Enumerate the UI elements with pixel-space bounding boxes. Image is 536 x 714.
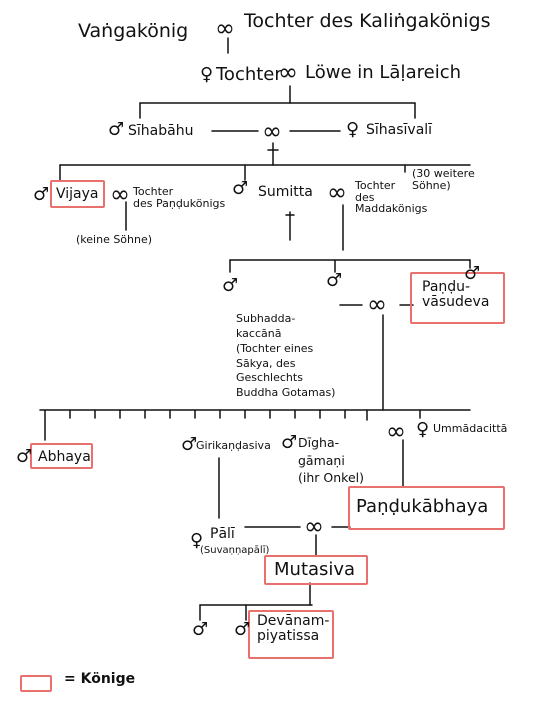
subhaddakaccana: Subhadda- kaccānā (Tochter eines Sākya, …: [236, 312, 336, 400]
sihabahu: Sīhabāhu: [128, 123, 194, 139]
dighagamani: Dīgha- gāmaṇi (ihr Onkel): [298, 435, 364, 485]
marriage-symbol-gen4: ∞: [367, 290, 387, 318]
pali-note: (Suvaṇṇapālī): [200, 545, 270, 556]
sumitta: Sumitta: [258, 184, 313, 200]
king-box-panduvasudeva: [410, 272, 505, 324]
king-box-pandukabhaya: [348, 486, 505, 530]
male-symbol-sihabahu: ♂: [108, 119, 125, 140]
devanampiyatissa: Devānam- piyatissa: [257, 613, 330, 644]
male-symbol-son-2: ♂: [326, 270, 343, 291]
marriage-symbol-gen1: ∞: [278, 58, 298, 86]
marriage-symbol-gen0: ∞: [215, 14, 235, 42]
sihasivali: Sīhasīvalī: [366, 122, 433, 138]
marriage-symbol-gen5: ∞: [386, 417, 406, 445]
marriage-symbol-vijaya: ∞: [110, 180, 130, 208]
panduvasudeva: Paṇḍu- vāsudeva: [422, 279, 490, 310]
marriage-symbol-gen2: ∞: [262, 117, 282, 145]
king-box-vijaya: [50, 180, 105, 208]
male-symbol-girikandasiva: ♂: [181, 434, 198, 455]
marriage-symbol-gen6: ∞: [304, 512, 324, 540]
king-box-devanampiyatissa: [248, 610, 334, 659]
female-symbol-ummadacitta: ♀: [416, 419, 430, 440]
legend-box-swatch: [20, 675, 52, 692]
legend-label: = Könige: [64, 671, 136, 687]
male-symbol-devanampiyatissa: ♂: [234, 619, 251, 640]
female-symbol-sihasivali: ♀: [346, 119, 360, 140]
male-symbol-vijaya: ♂: [33, 184, 50, 205]
female-symbol-daughter: ♀: [200, 64, 214, 85]
mutasiva: Mutasiva: [274, 559, 356, 580]
king-box-abhaya: [30, 443, 93, 469]
male-symbol-abhaya: ♂: [16, 446, 33, 467]
pandukabhaya: Paṇḍukābhaya: [356, 496, 489, 517]
male-symbol-dighagamani: ♂: [281, 432, 298, 453]
abhaya: Abhaya: [38, 449, 91, 465]
marriage-symbol-sumitta: ∞: [327, 178, 347, 206]
daughter: Tochter: [216, 64, 282, 85]
vijaya: Vijaya: [56, 186, 99, 202]
male-symbol-panduvasudeva: ♂: [464, 263, 481, 284]
male-symbol-son-a: ♂: [192, 619, 209, 640]
lion-in-lala: Löwe in Lāḷareich: [305, 62, 462, 83]
pali: Pālī: [210, 526, 235, 542]
girikandasiva: Girikaṇḍasiva: [196, 439, 271, 452]
kalinga-daughter: Tochter des Kaliṅgakönigs: [244, 10, 491, 32]
ummadacitta: Ummādacittā: [433, 422, 508, 435]
male-symbol-sumitta: ♂: [232, 178, 249, 199]
female-symbol-pali: ♀: [190, 530, 204, 551]
male-symbol-son-1: ♂: [222, 275, 239, 296]
sumitta-wife: Tochter des Maddakönigs: [355, 179, 428, 216]
vijaya-no-sons-note: (keine Söhne): [76, 233, 153, 246]
king-box-mutasiva: [264, 555, 368, 585]
vanga-king: Vaṅgakönig: [78, 20, 189, 42]
other-sons-note: (30 weitere Söhne): [412, 167, 475, 192]
vijaya-wife: Tochter des Paṇḍukönigs: [133, 185, 226, 210]
